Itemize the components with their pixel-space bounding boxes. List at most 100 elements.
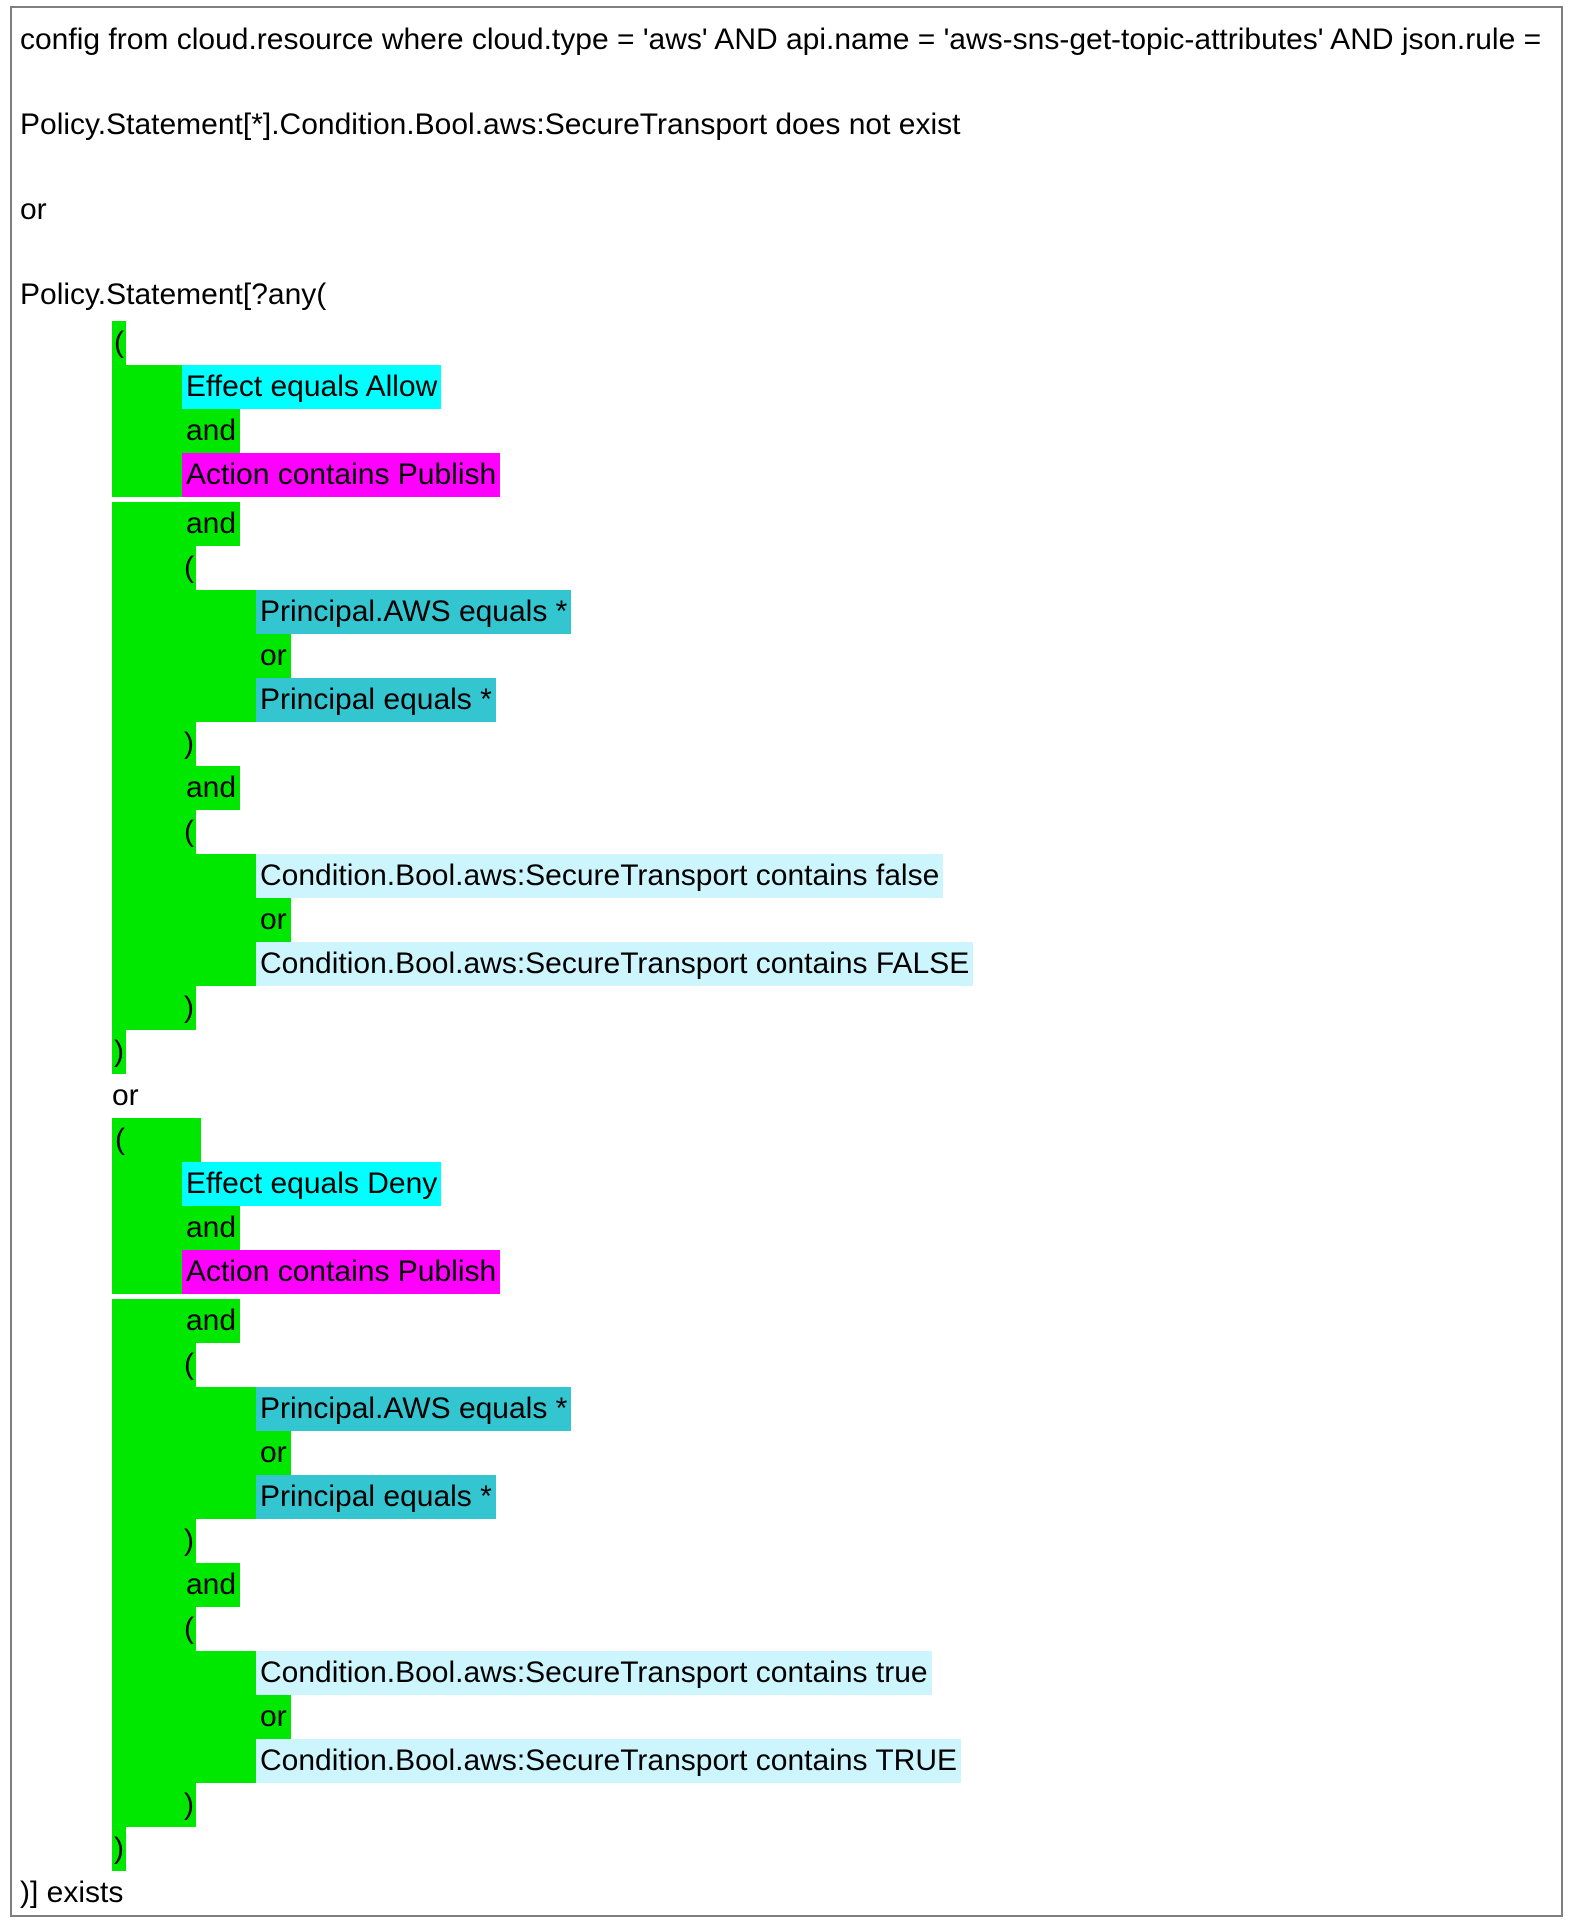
rule-row: and <box>112 1206 1557 1250</box>
rule-footer-line: )] exists <box>20 1876 124 1909</box>
condition-cell: Principal.AWS equals * <box>256 590 572 634</box>
connector-cell: and <box>182 1206 241 1250</box>
indent-block <box>112 854 256 898</box>
rule-row: and <box>112 766 1557 810</box>
indent-block <box>112 409 182 453</box>
rule-row: Action contains Publish <box>112 1250 1557 1294</box>
highlighted-rule-text: Policy.Statement[*].Condition.Bool.aws:S… <box>20 108 961 141</box>
bracket-cell: ) <box>182 722 196 766</box>
condition-cell: Principal equals * <box>256 1475 496 1519</box>
rule-row: Principal equals * <box>112 678 1557 722</box>
rule-row: or <box>112 1074 1557 1118</box>
connector-cell: or <box>256 1695 291 1739</box>
rule-row: or <box>112 1431 1557 1475</box>
bracket-cell: ) <box>182 986 196 1030</box>
rule-row: Condition.Bool.aws:SecureTransport conta… <box>112 942 1557 986</box>
indent-block <box>112 453 182 497</box>
condition-cell: Condition.Bool.aws:SecureTransport conta… <box>256 1739 962 1783</box>
rule-row: ) <box>112 722 1557 766</box>
query-header-line: config from cloud.resource where cloud.t… <box>20 23 1542 56</box>
rule-row: ( <box>112 321 1557 365</box>
rule-row: and <box>112 1299 1557 1343</box>
indent-block <box>112 942 256 986</box>
connector-cell: and <box>182 1563 241 1607</box>
rule-row: ) <box>112 1827 1557 1871</box>
any-open-line: Policy.Statement[?any( <box>20 278 327 311</box>
rule-row: and <box>112 502 1557 546</box>
indent-block <box>112 766 182 810</box>
rule-row: or <box>112 1695 1557 1739</box>
indent-block <box>112 722 182 766</box>
bracket-cell: ) <box>112 1030 126 1074</box>
indent-block <box>112 1563 182 1607</box>
indent-block <box>112 1783 182 1827</box>
bracket-cell: ) <box>182 1519 196 1563</box>
rule-row: Condition.Bool.aws:SecureTransport conta… <box>112 1739 1557 1783</box>
indent-block <box>112 1651 256 1695</box>
indent-block <box>112 1695 256 1739</box>
connector-cell: and <box>182 502 241 546</box>
indent-block <box>112 1431 256 1475</box>
indent-block <box>112 1475 256 1519</box>
indent-block <box>112 1343 182 1387</box>
connector-cell: or <box>256 1431 291 1475</box>
condition-cell: Principal.AWS equals * <box>256 1387 572 1431</box>
indent-block <box>112 502 182 546</box>
rule-row: and <box>112 1563 1557 1607</box>
indent-block <box>112 1299 182 1343</box>
rule-row: ( <box>112 1343 1557 1387</box>
indent-block <box>112 1162 182 1206</box>
bracket-cell: ( <box>112 321 126 365</box>
bracket-cell: ) <box>182 1783 196 1827</box>
indent-block <box>112 1739 256 1783</box>
rule-row: ) <box>112 1519 1557 1563</box>
bracket-cell: ( <box>182 546 196 590</box>
condition-cell: Condition.Bool.aws:SecureTransport conta… <box>256 854 944 898</box>
bracket-cell: ( <box>182 1607 196 1651</box>
rule-row: ( <box>112 810 1557 854</box>
bracket-cell: ( <box>182 810 196 854</box>
bracket-cell: ( <box>182 1343 196 1387</box>
indent-block <box>112 1250 182 1294</box>
rule-row: ( <box>112 1118 1557 1162</box>
connector-cell: and <box>182 766 241 810</box>
indent-block <box>112 1607 182 1651</box>
indent-block <box>112 1206 182 1250</box>
top-connector-line: or <box>20 193 47 226</box>
connector-cell: or <box>256 898 291 942</box>
rule-row: Action contains Publish <box>112 453 1557 497</box>
rule-row: or <box>112 898 1557 942</box>
rule-row: ( <box>112 546 1557 590</box>
rule-row: Principal equals * <box>112 1475 1557 1519</box>
condition-cell: Principal equals * <box>256 678 496 722</box>
rule-row: ( <box>112 1607 1557 1651</box>
indent-block <box>112 898 256 942</box>
rule-row: Principal.AWS equals * <box>112 590 1557 634</box>
indent-block <box>112 634 256 678</box>
rule-row: Condition.Bool.aws:SecureTransport conta… <box>112 854 1557 898</box>
rule-row: ) <box>112 986 1557 1030</box>
rule-row: ) <box>112 1030 1557 1074</box>
condition-cell: Condition.Bool.aws:SecureTransport conta… <box>256 1651 932 1695</box>
indent-block <box>112 1387 256 1431</box>
indent-block <box>112 986 182 1030</box>
condition-cell: Effect equals Deny <box>182 1162 442 1206</box>
rule-row: Principal.AWS equals * <box>112 1387 1557 1431</box>
indent-block <box>112 678 256 722</box>
connector-cell: or <box>112 1079 139 1112</box>
highlighted-rule-line: Policy.Statement[*].Condition.Bool.aws:S… <box>20 103 1557 147</box>
condition-cell: Condition.Bool.aws:SecureTransport conta… <box>256 942 974 986</box>
connector-cell: and <box>182 1299 241 1343</box>
bracket-cell: ( <box>112 1118 201 1162</box>
rule-row: Condition.Bool.aws:SecureTransport conta… <box>112 1651 1557 1695</box>
indent-block <box>112 1519 182 1563</box>
condition-cell: Action contains Publish <box>182 1250 501 1294</box>
indent-block <box>112 365 182 409</box>
bracket-cell: ) <box>112 1827 126 1871</box>
indent-block <box>112 590 256 634</box>
condition-cell: Effect equals Allow <box>182 365 442 409</box>
rule-row: and <box>112 409 1557 453</box>
rule-row: Effect equals Allow <box>112 365 1557 409</box>
rule-row: Effect equals Deny <box>112 1162 1557 1206</box>
connector-cell: and <box>182 409 241 453</box>
